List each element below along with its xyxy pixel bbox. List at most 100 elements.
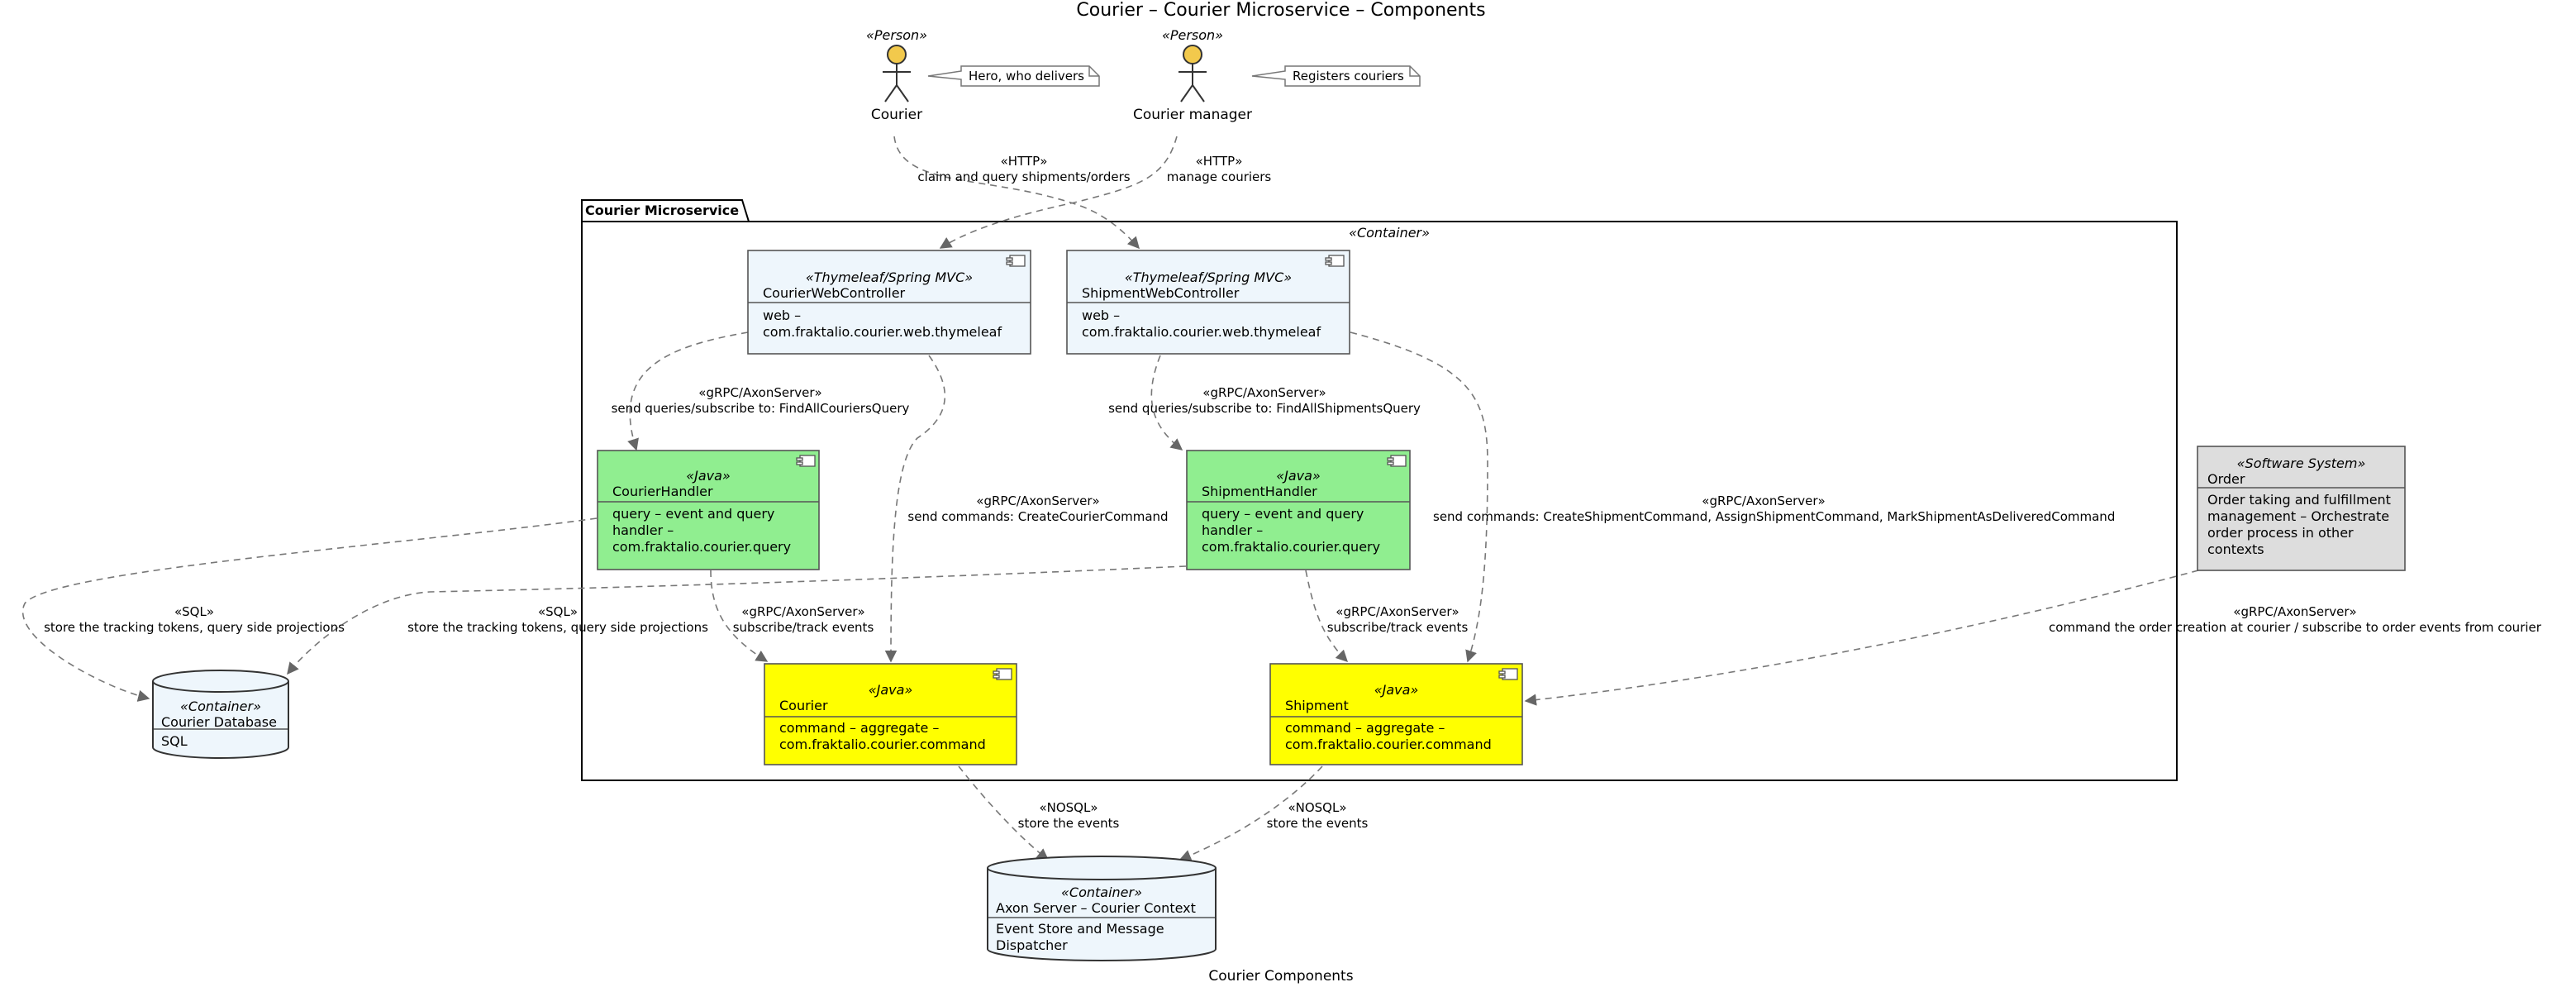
manager-actor-stereotype: «Person» bbox=[1161, 27, 1224, 43]
rel-courierhandler-sql: «SQL» store the tracking tokens, query s… bbox=[8, 604, 380, 636]
edge-order-to-shipmentagg bbox=[1524, 570, 2199, 706]
edge-shipmenthandler-to-shipmentagg bbox=[1305, 570, 1349, 663]
courier-web-component-icon bbox=[1006, 255, 1026, 267]
database-description: SQL bbox=[161, 733, 188, 749]
edge-shipmenthandler-to-courierdb bbox=[287, 565, 1187, 675]
rel-courier-http: «HTTP» claim and query shipments/orders bbox=[859, 154, 1189, 185]
shipment-agg-component-icon bbox=[1498, 668, 1518, 680]
package-stereotype: «Container» bbox=[1349, 225, 1430, 241]
rel-protocol: «gRPC/AxonServer» bbox=[1336, 604, 1459, 619]
courier-actor-stereotype: «Person» bbox=[865, 27, 928, 43]
rel-description: send queries/subscribe to: FindAllShipme… bbox=[1108, 401, 1421, 416]
rel-protocol: «SQL» bbox=[537, 604, 579, 619]
rel-protocol: «gRPC/AxonServer» bbox=[1202, 385, 1326, 400]
rel-protocol: «HTTP» bbox=[1000, 154, 1048, 169]
diagram-title: Courier – Courier Microservice – Compone… bbox=[1076, 0, 1486, 21]
edge-courierhandler-to-courieragg bbox=[710, 570, 769, 662]
axon-server-database: «Container» Axon Server – Courier Contex… bbox=[988, 884, 1216, 954]
courier-handler: «Java» CourierHandler query – event and … bbox=[598, 468, 819, 555]
database-stereotype: «Container» bbox=[1061, 884, 1142, 900]
order-system: «Software System» Order Order taking and… bbox=[2197, 455, 2405, 558]
component-description: command – aggregate – com.fraktalio.cour… bbox=[779, 720, 986, 752]
rel-shipmenthandler-subscribe: «gRPC/AxonServer» subscribe/track events bbox=[1290, 604, 1505, 636]
component-description: command – aggregate – com.fraktalio.cour… bbox=[1285, 720, 1492, 752]
component-name: CourierHandler bbox=[612, 484, 713, 499]
manager-note-text: Registers couriers bbox=[1293, 69, 1404, 83]
courier-web-controller: «Thymeleaf/Spring MVC» CourierWebControl… bbox=[748, 269, 1031, 341]
edge-shipmentweb-to-shipmentagg bbox=[1350, 331, 1488, 663]
database-description: Event Store and Message Dispatcher bbox=[996, 921, 1164, 953]
rel-description: send commands: CreateShipmentCommand, As… bbox=[1433, 509, 2116, 524]
rel-courieragg-nosql: «NOSQL» store the events bbox=[986, 800, 1151, 832]
shipment-web-component-icon bbox=[1325, 255, 1345, 267]
database-stereotype: «Container» bbox=[180, 699, 261, 714]
shipment-aggregate: «Java» Shipment command – aggregate – co… bbox=[1270, 682, 1522, 753]
manager-actor-name: Courier manager bbox=[1132, 107, 1253, 123]
rel-protocol: «NOSQL» bbox=[1288, 800, 1347, 815]
diagram-caption: Courier Components bbox=[1208, 968, 1354, 985]
courier-handler-component-icon bbox=[796, 455, 816, 467]
component-name: ShipmentHandler bbox=[1202, 484, 1317, 499]
courier-note-shape bbox=[927, 65, 1100, 87]
component-description: Order taking and fulfillment management … bbox=[2207, 492, 2391, 557]
component-description: web – com.fraktalio.courier.web.thymelea… bbox=[763, 308, 1002, 340]
database-name: Courier Database bbox=[161, 714, 277, 730]
rel-description: command the order creation at courier / … bbox=[2049, 620, 2541, 635]
rel-order-command: «gRPC/AxonServer» command the order crea… bbox=[2022, 604, 2568, 636]
rel-description: store the events bbox=[1266, 816, 1369, 831]
component-stereotype: «Java» bbox=[686, 468, 731, 484]
rel-shipmentweb-query: «gRPC/AxonServer» send queries/subscribe… bbox=[1099, 385, 1430, 417]
courier-db-shape bbox=[152, 670, 289, 759]
manager-note-fold bbox=[1409, 66, 1420, 77]
courier-handler-box bbox=[597, 450, 820, 570]
manager-note-shape bbox=[1251, 65, 1421, 87]
component-icons bbox=[796, 255, 1518, 680]
shipment-web-controller: «Thymeleaf/Spring MVC» ShipmentWebContro… bbox=[1067, 269, 1350, 341]
manager-actor-icon bbox=[1178, 45, 1207, 103]
courier-database: «Container» Courier Database SQL bbox=[153, 699, 288, 750]
rel-shipmentweb-commands: «gRPC/AxonServer» send commands: CreateS… bbox=[1433, 494, 2116, 525]
rel-protocol: «gRPC/AxonServer» bbox=[976, 494, 1100, 508]
component-stereotype: «Thymeleaf/Spring MVC» bbox=[1124, 269, 1293, 285]
edge-shipmentweb-to-shipmenthandler bbox=[1150, 355, 1183, 451]
edge-courierweb-to-courieragg bbox=[884, 355, 945, 663]
rel-description: subscribe/track events bbox=[732, 620, 874, 635]
order-box bbox=[2197, 446, 2406, 571]
rel-protocol: «SQL» bbox=[174, 604, 215, 619]
edge-courierhandler-to-courierdb bbox=[21, 517, 598, 702]
rel-description: store the events bbox=[1017, 816, 1120, 831]
shipment-handler-component-icon bbox=[1387, 455, 1407, 467]
shipment-agg-box bbox=[1269, 663, 1523, 765]
component-name: Order bbox=[2207, 471, 2245, 487]
edge-courierweb-to-courierhandler bbox=[627, 331, 749, 451]
rel-description: store the tracking tokens, query side pr… bbox=[44, 620, 345, 635]
rel-protocol: «gRPC/AxonServer» bbox=[698, 385, 822, 400]
component-name: Courier bbox=[779, 698, 828, 713]
component-description: query – event and query handler – com.fr… bbox=[612, 506, 792, 555]
edge-courier-to-shipmentweb bbox=[893, 136, 1140, 250]
rel-protocol: «gRPC/AxonServer» bbox=[1702, 494, 1826, 508]
edge-manager-to-courierweb bbox=[939, 136, 1178, 249]
component-description: query – event and query handler – com.fr… bbox=[1202, 506, 1381, 555]
courier-aggregate: «Java» Courier command – aggregate – com… bbox=[764, 682, 1017, 753]
shipment-handler-box bbox=[1186, 450, 1411, 570]
rel-description: claim and query shipments/orders bbox=[917, 169, 1131, 184]
edge-courieragg-to-axon bbox=[958, 765, 1050, 861]
rel-courierweb-commands: «gRPC/AxonServer» send commands: CreateC… bbox=[873, 494, 1203, 525]
rel-shipmenthandler-sql: «SQL» store the tracking tokens, query s… bbox=[372, 604, 744, 636]
rel-protocol: «HTTP» bbox=[1195, 154, 1243, 169]
component-name: Shipment bbox=[1285, 698, 1349, 713]
rel-protocol: «gRPC/AxonServer» bbox=[2233, 604, 2357, 619]
courier-agg-box bbox=[764, 663, 1017, 765]
courier-actor-name: Courier bbox=[870, 107, 923, 123]
component-name: CourierWebController bbox=[763, 285, 906, 301]
courier-agg-component-icon bbox=[993, 668, 1012, 680]
rel-description: manage couriers bbox=[1166, 169, 1272, 184]
rel-description: send commands: CreateCourierCommand bbox=[907, 509, 1169, 524]
rel-description: store the tracking tokens, query side pr… bbox=[407, 620, 708, 635]
component-stereotype: «Java» bbox=[1374, 682, 1419, 698]
component-stereotype: «Software System» bbox=[2236, 455, 2366, 471]
package-label: Courier Microservice bbox=[585, 203, 740, 218]
rel-courierhandler-subscribe: «gRPC/AxonServer» subscribe/track events bbox=[696, 604, 911, 636]
